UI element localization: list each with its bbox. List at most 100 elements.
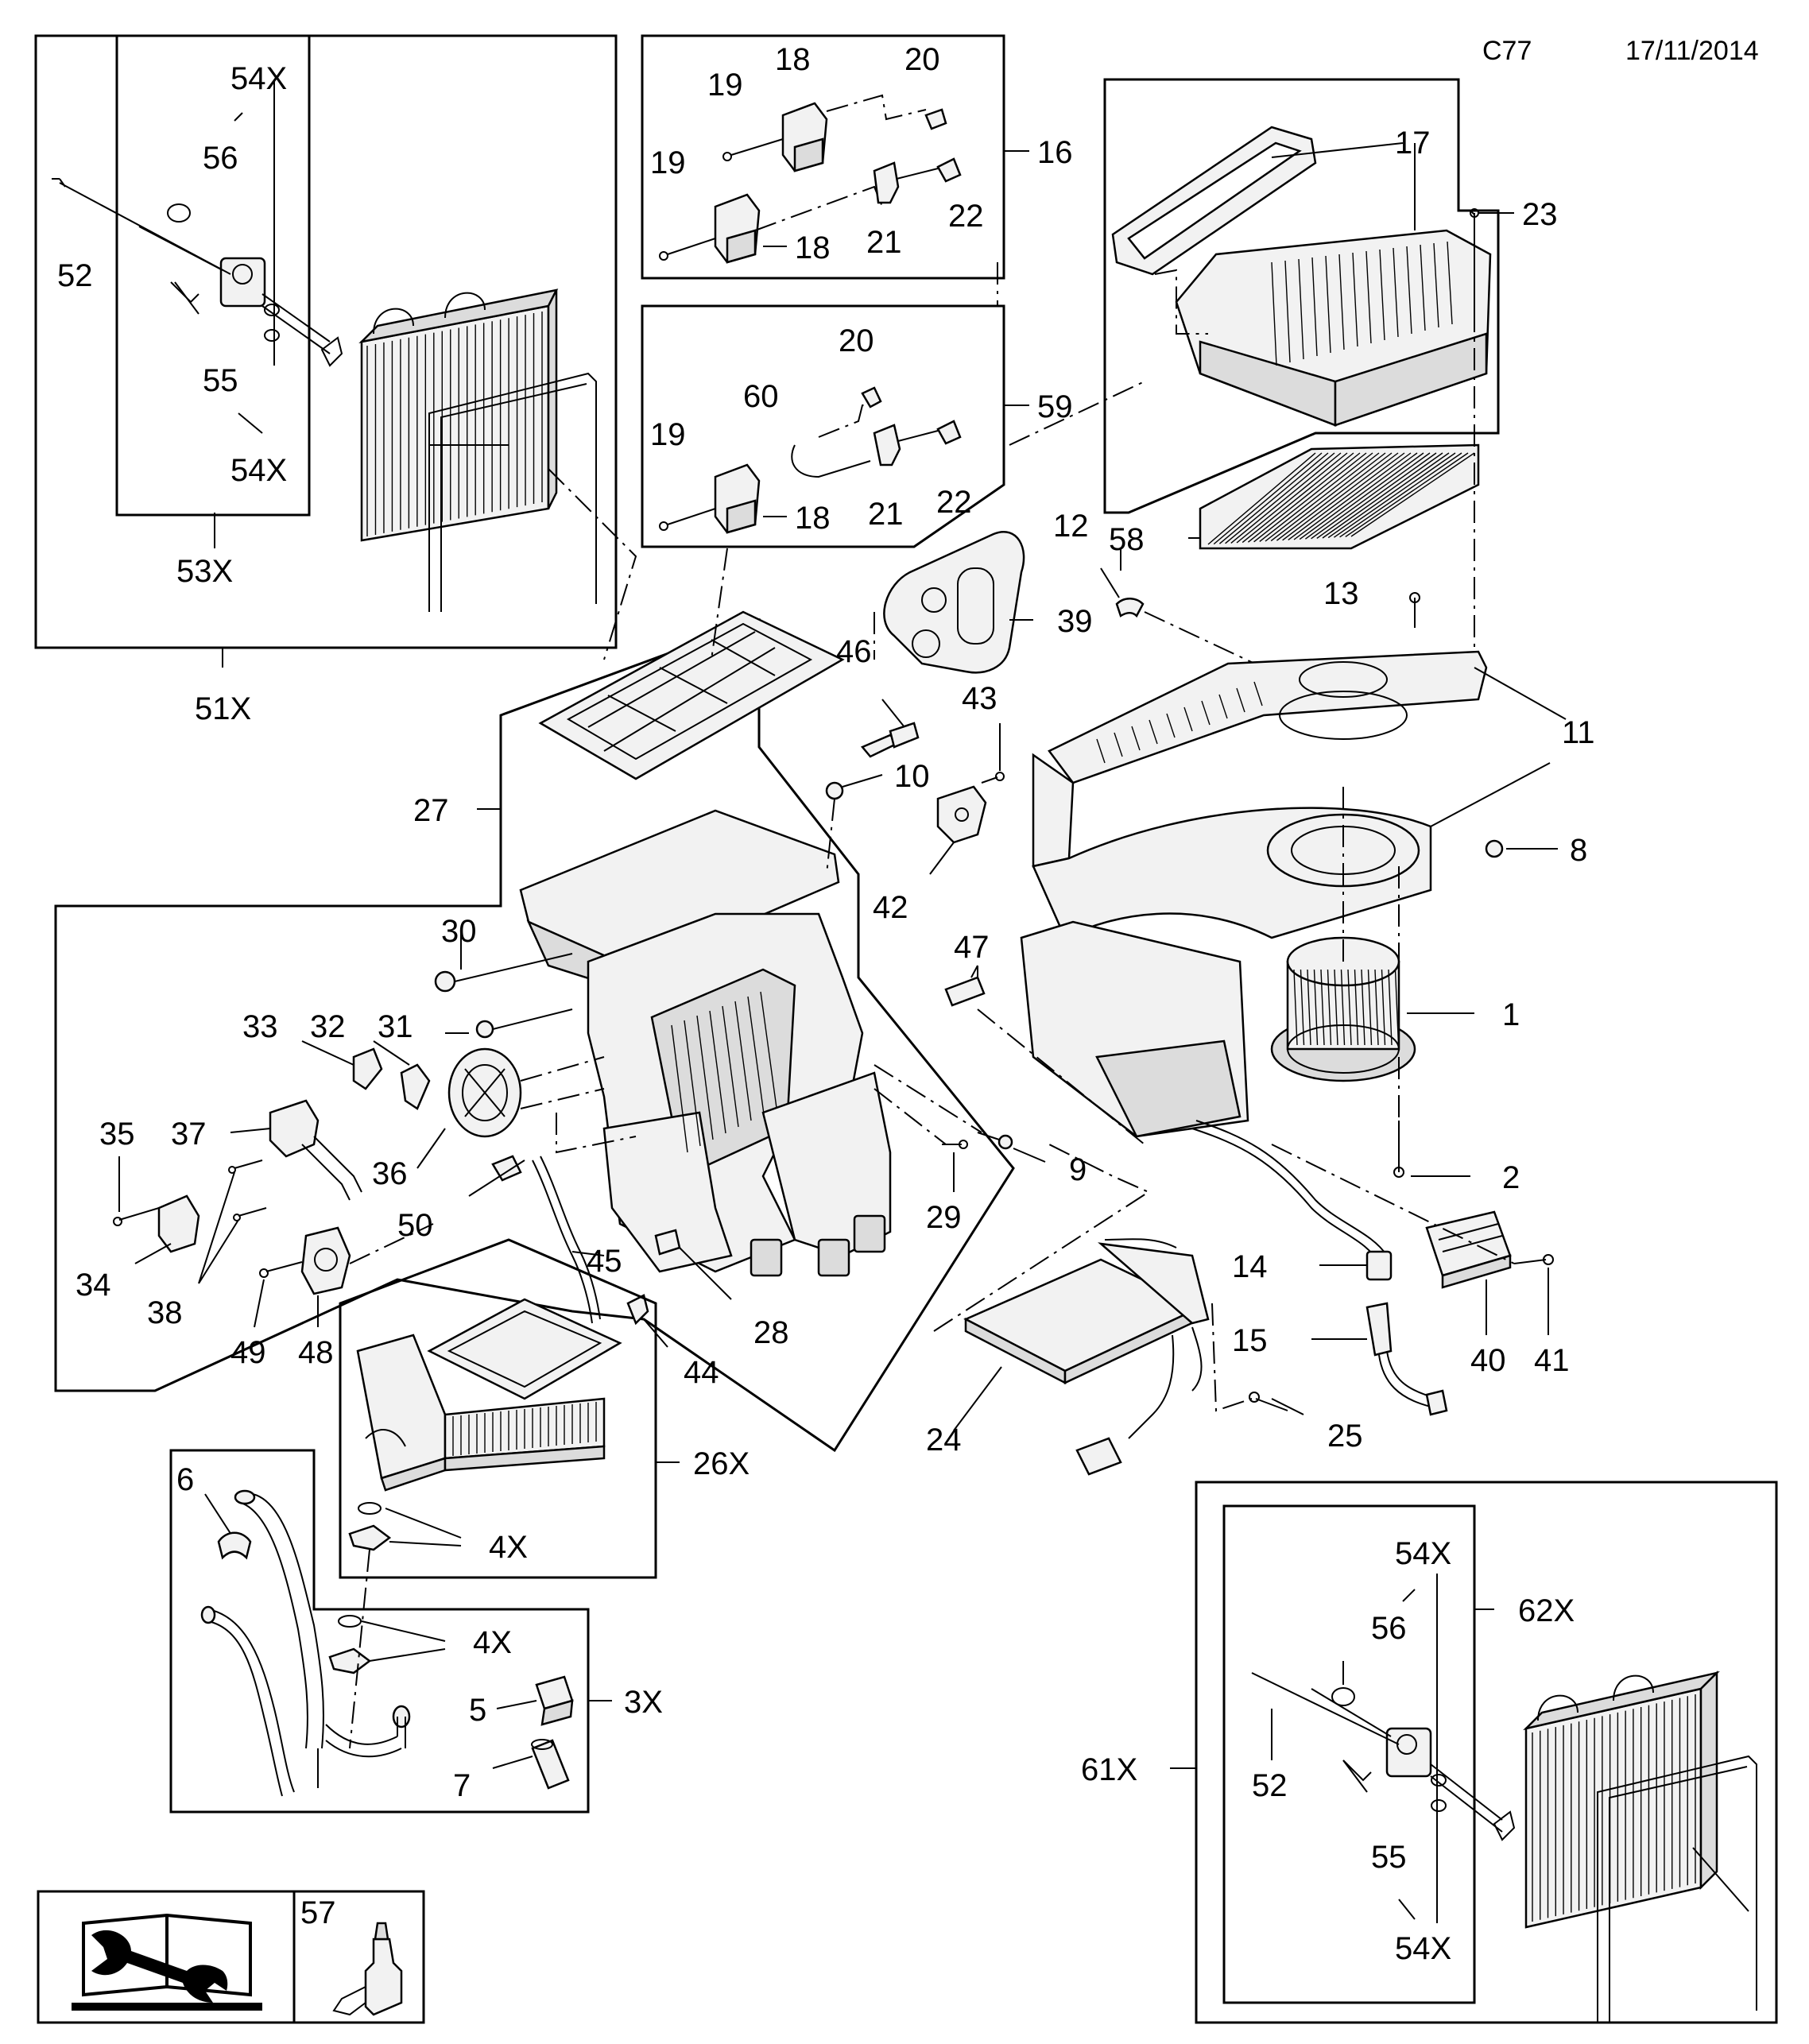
fin-line [1293,969,1298,1046]
screw-43 [981,776,998,784]
label-15: 15 [1232,1323,1268,1358]
label-37: 37 [171,1117,207,1152]
label-57: 57 [300,1895,336,1930]
fin-line [1374,969,1379,1046]
label-4x-upper: 4X [489,1530,528,1565]
screw-9 [977,1132,1002,1141]
fin-line [1230,452,1342,544]
fin-line [1379,249,1385,341]
fin-line [760,991,777,1109]
fin-line [709,1010,726,1134]
fin-line [1347,969,1352,1046]
label-18-box16-top: 18 [775,42,811,77]
clip-12 [1115,598,1145,618]
clamp-4x-lower [328,1647,372,1674]
o-ring-4x-upper [358,1502,382,1515]
fin-line [1293,452,1412,540]
nut-30 [434,970,456,993]
link-rod-45: 50 45 [397,1155,622,1324]
fin-line [1313,969,1319,1046]
fin-line [1253,452,1367,543]
evaporator-bracket [428,372,597,612]
fin-line [1334,969,1338,1046]
washer-31 [475,1020,494,1039]
group-upper-housing: 17 23 58 [1103,78,1558,660]
label-24: 24 [926,1423,962,1458]
label-61x: 61X [1081,1752,1137,1787]
fin-line [1338,254,1345,350]
fin-line [1114,732,1123,757]
gasket-17 [1111,126,1317,276]
clip-44 [626,1294,649,1326]
label-53x: 53X [176,554,233,589]
fin-line [1311,452,1431,540]
fin-line [1365,250,1372,344]
fin-line [1282,452,1399,541]
label-54x-top-left: 54X [230,61,287,96]
label-3x: 3X [624,1685,663,1720]
label-41: 41 [1534,1343,1570,1378]
label-29: 29 [926,1200,962,1235]
label-59: 59 [1037,389,1073,424]
fin-line [1304,452,1424,540]
label-22-box59: 22 [936,485,972,520]
clip-34 [157,1194,200,1253]
label-9: 9 [1069,1152,1087,1187]
o-ring-4x-lower [338,1615,362,1628]
label-51x: 51X [195,691,251,726]
evaporator-core [358,288,559,542]
fin-line [1236,452,1348,544]
lever-46: 46 [836,634,920,758]
fin-line [1327,969,1332,1046]
label-39: 39 [1057,604,1093,639]
label-22-box16: 22 [948,199,984,234]
label-54x-right-bottom: 54X [1395,1931,1451,1966]
label-46: 46 [836,634,872,669]
fin-line [1207,452,1316,545]
nut-10 [825,781,844,800]
fin-line [1288,452,1405,540]
label-19-box16-left: 19 [650,145,686,180]
pollen-filter-58 [1199,443,1480,550]
fin-line [1339,452,1462,538]
label-43: 43 [962,681,997,716]
fin-line [722,1005,739,1128]
fin-line [1394,969,1400,1046]
actuator-box59 [714,463,761,534]
evaporator-core-62x [1523,1670,1720,1929]
foam-block-5: 5 [469,1675,574,1728]
label-23: 23 [1522,197,1558,232]
fin-line [1225,452,1335,544]
fin-line [1299,452,1418,540]
label-17: 17 [1395,126,1431,161]
diagram-date: 17/11/2014 [1625,36,1759,66]
label-28: 28 [753,1315,789,1350]
manual-book-wrench-icon [72,1913,262,2011]
fin-line [1367,969,1373,1046]
label-60: 60 [743,379,779,414]
fin-line [1284,260,1291,363]
fin-line [1327,452,1450,539]
diagram-code: C77 [1482,36,1532,66]
label-19-box59: 19 [650,417,686,452]
lever-33 [352,1047,383,1090]
label-14: 14 [1232,1249,1268,1284]
label-27: 27 [413,793,449,828]
label-50: 50 [397,1208,433,1243]
fin-line [1322,452,1443,539]
label-2: 2 [1502,1160,1520,1195]
fin-line [1270,452,1386,542]
service-box: 57 [37,1890,425,2024]
label-26x: 26X [693,1446,750,1481]
label-36: 36 [372,1156,408,1191]
actuator-upper [781,102,828,172]
fin-line [1320,969,1325,1046]
fin-line [1183,706,1193,732]
label-55-right: 55 [1371,1840,1407,1875]
fin-line [1166,713,1176,738]
group-27-main-housing: 27 42 [54,610,1087,1453]
connector-15: 15 [1232,1302,1448,1416]
fin-line [1131,726,1141,751]
fin-line [1325,255,1331,354]
